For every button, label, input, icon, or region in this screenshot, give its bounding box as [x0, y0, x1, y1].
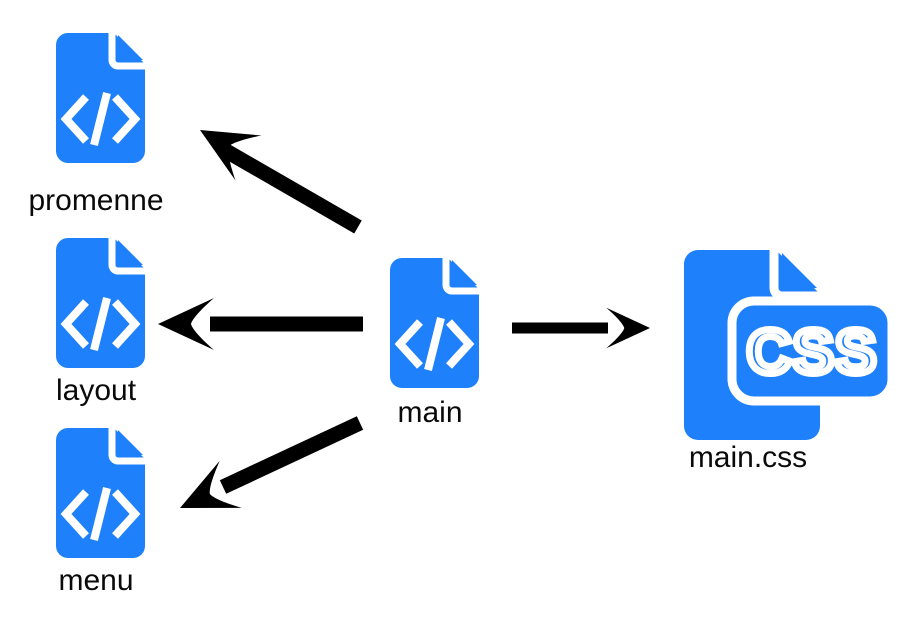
code-file-icon[interactable]	[390, 258, 479, 388]
css-badge-label: CSS	[747, 318, 877, 387]
node-main-label: main	[397, 396, 462, 429]
edge-main-to-layout-arrowhead	[158, 298, 214, 350]
edge-main-to-promenne-shaft	[217, 141, 362, 234]
node-menu-label: menu	[58, 564, 133, 597]
edge-main-to-menu-arrowhead	[169, 460, 242, 532]
node-main-css[interactable]: CSS main.css	[684, 250, 892, 474]
edge-group	[158, 107, 650, 532]
edge-main-to-promenne	[187, 107, 362, 234]
node-menu[interactable]: menu	[56, 428, 145, 597]
node-group: promenne layout menu ma	[28, 33, 892, 597]
edge-main-to-menu-shaft	[219, 416, 364, 494]
edge-main-to-main-css-arrowhead	[606, 307, 650, 349]
node-main-css-label: main.css	[689, 441, 807, 474]
css-file-icon[interactable]: CSS	[684, 250, 892, 440]
node-layout-label: layout	[56, 374, 137, 407]
code-file-icon[interactable]	[56, 238, 145, 368]
edge-main-to-layout	[158, 298, 363, 350]
code-file-icon[interactable]	[56, 428, 145, 558]
code-file-icon[interactable]	[56, 33, 145, 163]
node-layout[interactable]: layout	[56, 238, 145, 407]
node-promenne[interactable]: promenne	[28, 33, 164, 217]
edge-main-to-main-css	[512, 307, 650, 349]
node-promenne-label: promenne	[28, 184, 163, 217]
edge-main-to-menu	[169, 416, 364, 532]
node-main[interactable]: main	[390, 258, 479, 429]
